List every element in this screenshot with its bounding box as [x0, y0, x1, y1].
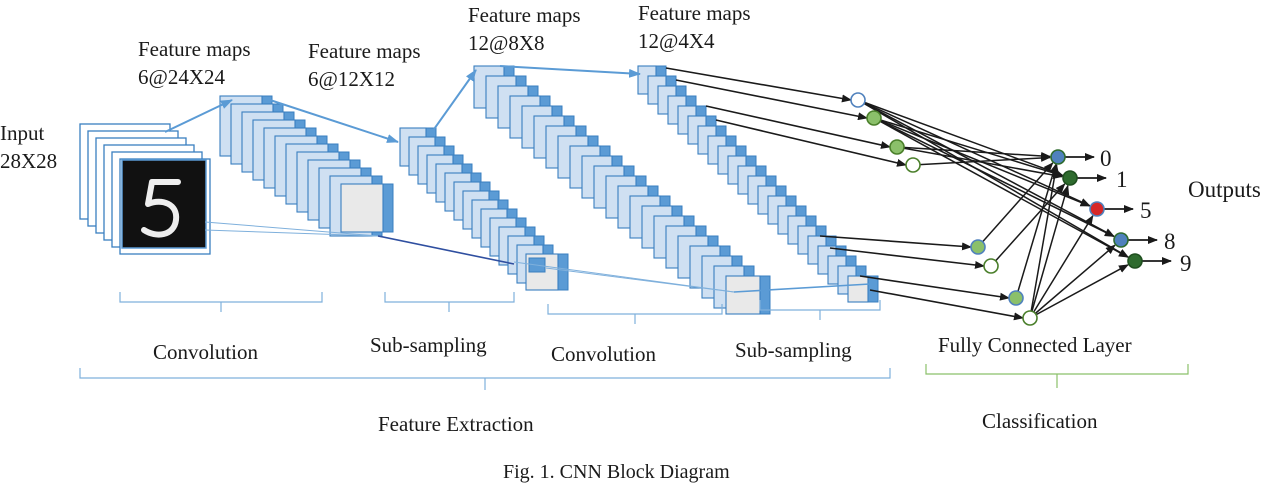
flow-pool1-to-conv2: [431, 69, 477, 133]
hidden-neuron-0: [850, 92, 866, 108]
arrow-to-hidden-3: [715, 119, 907, 167]
hidden-neuron-5: [983, 258, 999, 274]
conv2-stack-map: [725, 275, 761, 315]
edge-h0-o2: [857, 99, 1091, 207]
pool1-stack: [399, 127, 569, 291]
arrow-to-hidden-2: [705, 105, 891, 149]
input-size: 28X28: [0, 149, 57, 173]
output-class-9: 9: [1180, 251, 1192, 276]
stage-subsampling-2: Sub-sampling: [735, 338, 852, 362]
link-conv1-pool1: [377, 235, 515, 265]
brace-subsampling-2: [759, 300, 881, 320]
outputs-title: Outputs: [1188, 177, 1261, 202]
stage-fully-connected: Fully Connected Layer: [938, 333, 1132, 357]
flow-conv1-to-pool1: [269, 99, 399, 143]
hidden-neuron-3: [905, 157, 921, 173]
output-neuron-0: [1050, 149, 1066, 165]
conv1-stack-map: [340, 183, 384, 233]
pool2-stack-map: [847, 275, 869, 303]
link-conv2-pool2: [733, 283, 871, 293]
arrow-to-hidden-5: [829, 247, 985, 269]
stage-convolution-2: Convolution: [551, 342, 657, 366]
fm2-title: Feature maps: [308, 39, 421, 63]
fm2-size: 6@12X12: [308, 67, 395, 91]
hidden-neuron-7: [1022, 310, 1038, 326]
output-neuron-2: [1089, 201, 1105, 217]
hidden-neuron-6: [1008, 290, 1024, 306]
fm4-size: 12@4X4: [638, 29, 715, 53]
edge-h2-o0: [896, 146, 1052, 160]
group-classification: Classification: [982, 409, 1098, 433]
edge-h1-o4: [873, 117, 1129, 258]
arrow-to-hidden-4: [819, 235, 972, 251]
output-class-1: 1: [1116, 167, 1128, 192]
output-neuron-1: [1062, 170, 1078, 186]
brace-convolution-1: [119, 292, 323, 312]
fm1-size: 6@24X24: [138, 65, 226, 89]
edge-h3-o0: [912, 153, 1052, 166]
brace-feature-extraction: [79, 368, 891, 390]
output-class-5: 5: [1140, 198, 1152, 223]
output-neuron-3: [1113, 232, 1129, 248]
flow-conv2-to-pool2: [499, 65, 641, 78]
edge-h0-o3: [857, 99, 1115, 237]
output-class-0: 0: [1100, 146, 1112, 171]
group-feature-extraction: Feature Extraction: [378, 412, 534, 436]
fm4-title: Feature maps: [638, 1, 751, 25]
brace-classification: [925, 364, 1189, 388]
edge-h7-o1: [1029, 184, 1070, 319]
edge-h7-o2: [1029, 214, 1094, 319]
link-input-conv1-b: [204, 229, 379, 237]
brace-convolution-2: [547, 304, 723, 324]
edge-h1-o3: [873, 117, 1115, 238]
conv2-stack: [473, 65, 771, 315]
flow-connections: [164, 65, 871, 293]
hidden-neuron-2: [889, 139, 905, 155]
stage-braces: [79, 292, 1189, 390]
link-pool1-conv2-b: [545, 267, 735, 293]
stage-subsampling-1: Sub-sampling: [370, 333, 487, 357]
fm3-size: 12@8X8: [468, 31, 545, 55]
digit-5-thumbnail: [121, 159, 207, 249]
hidden-neuron-4: [970, 239, 986, 255]
edge-h5-o1: [990, 183, 1066, 267]
edge-h7-o4: [1029, 264, 1129, 319]
hidden-neuron-1: [866, 110, 882, 126]
conv1-stack: [219, 95, 394, 237]
fm1-title: Feature maps: [138, 37, 251, 61]
brace-subsampling-1: [384, 292, 515, 312]
fully-connected-network: [665, 67, 1172, 326]
output-class-8: 8: [1164, 229, 1176, 254]
pool2-stack: [637, 65, 879, 303]
arrow-to-hidden-1: [675, 79, 868, 121]
figure-caption: Fig. 1. CNN Block Diagram: [503, 461, 730, 483]
edge-h0-o1: [857, 99, 1064, 176]
edge-h7-o3: [1029, 244, 1116, 319]
input-title: Input: [0, 121, 44, 145]
stage-convolution-1: Convolution: [153, 340, 259, 364]
edge-h6-o0: [1015, 163, 1057, 299]
arrow-to-hidden-0: [665, 67, 852, 103]
link-input-conv1-a: [204, 221, 379, 237]
edge-h4-o0: [977, 162, 1054, 248]
labels: Input 28X28 Feature maps 6@24X24 Feature…: [0, 1, 1261, 483]
flow-input-to-conv1: [164, 99, 233, 133]
edge-h7-o0: [1029, 163, 1060, 319]
arrow-to-hidden-6: [859, 275, 1010, 301]
fm3-title: Feature maps: [468, 3, 581, 27]
arrow-to-hidden-7: [869, 289, 1024, 321]
output-neuron-4: [1127, 253, 1143, 269]
edge-h1-o1: [873, 117, 1064, 177]
